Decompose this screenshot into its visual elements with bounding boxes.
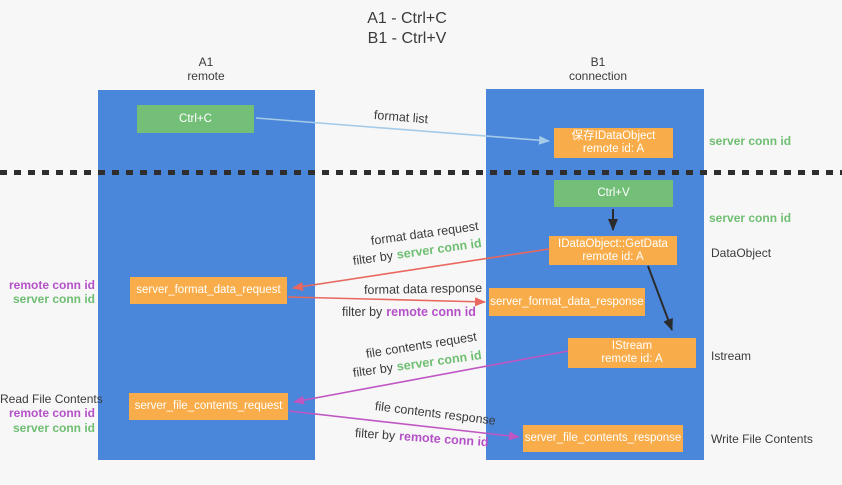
lane-a-subtitle: remote [187,69,225,83]
diagram-title: A1 - Ctrl+C B1 - Ctrl+V [307,9,507,49]
server-file-contents-request-box: server_file_contents_request [129,393,288,420]
arrow-format-data-response [287,296,486,307]
lane-b-header: B1 connection [538,55,658,83]
save-idataobject-line1: 保存IDataObject [571,130,656,142]
lane-b-name: B1 [590,55,606,69]
ctrl-c-label: Ctrl+C [179,112,212,125]
idataobject-getdata-line2: remote id: A [582,250,644,263]
server-file-contents-response-label: server_file_contents_response [524,432,682,444]
filter-by-text: filter by [354,426,396,443]
ctrl-c-box: Ctrl+C [137,105,254,133]
istream-line1: IStream [611,340,653,352]
right-write-file-contents: Write File Contents [711,432,813,446]
server-format-data-response-box: server_format_data_response [489,288,645,316]
arrow-file-contents-response [288,410,520,441]
right-dataobject-label: DataObject [711,246,772,260]
idataobject-getdata-line1: IDataObject::GetData [558,237,668,250]
right-server-conn-id-mid: server conn id [709,211,792,225]
dotted-separator-line [0,170,842,175]
server-format-data-request-label: server_format_data_request [136,284,281,296]
ctrl-v-box: Ctrl+V [554,180,673,207]
istream-box: IStream remote id: A [568,338,696,368]
lane-b-subtitle: connection [568,69,628,83]
save-idataobject-box: 保存IDataObject remote id: A [554,128,673,158]
right-server-conn-id-top: server conn id [709,134,792,148]
title-line-1: A1 - Ctrl+C [367,10,447,27]
server-format-data-request-box: server_format_data_request [130,277,287,304]
arrow-getdata-to-istream [647,265,673,331]
remote-conn-id-text: remote conn id [386,305,476,319]
left-remote-conn-id-format: remote conn id [8,278,95,292]
arrow-file-contents-request [293,350,569,405]
left-server-conn-id-file: server conn id [12,421,95,435]
format-data-response-text: format data response [363,280,483,297]
lane-a-header: A1 remote [146,55,266,83]
title-line-2: B1 - Ctrl+V [367,30,447,47]
idataobject-getdata-box: IDataObject::GetData remote id: A [549,236,677,265]
istream-line2: remote id: A [601,353,663,365]
ctrl-v-label: Ctrl+V [597,187,630,199]
left-server-conn-id-format: server conn id [12,292,95,306]
server-file-contents-request-label: server_file_contents_request [134,400,283,412]
server-format-data-response-label: server_format_data_response [490,295,644,308]
left-remote-conn-id-file: remote conn id [8,406,95,420]
arrow-format-data-request [292,248,550,291]
format-data-response-label: format data response [364,281,482,297]
left-read-file-contents: Read File Contents [0,392,103,406]
filter-by-text: filter by [342,305,383,319]
server-file-contents-response-box: server_file_contents_response [523,425,683,452]
lane-a-name: A1 [198,55,214,69]
arrow-format-list [255,117,550,145]
right-istream-label: Istream [711,349,752,363]
save-idataobject-line2: remote id: A [582,143,645,155]
